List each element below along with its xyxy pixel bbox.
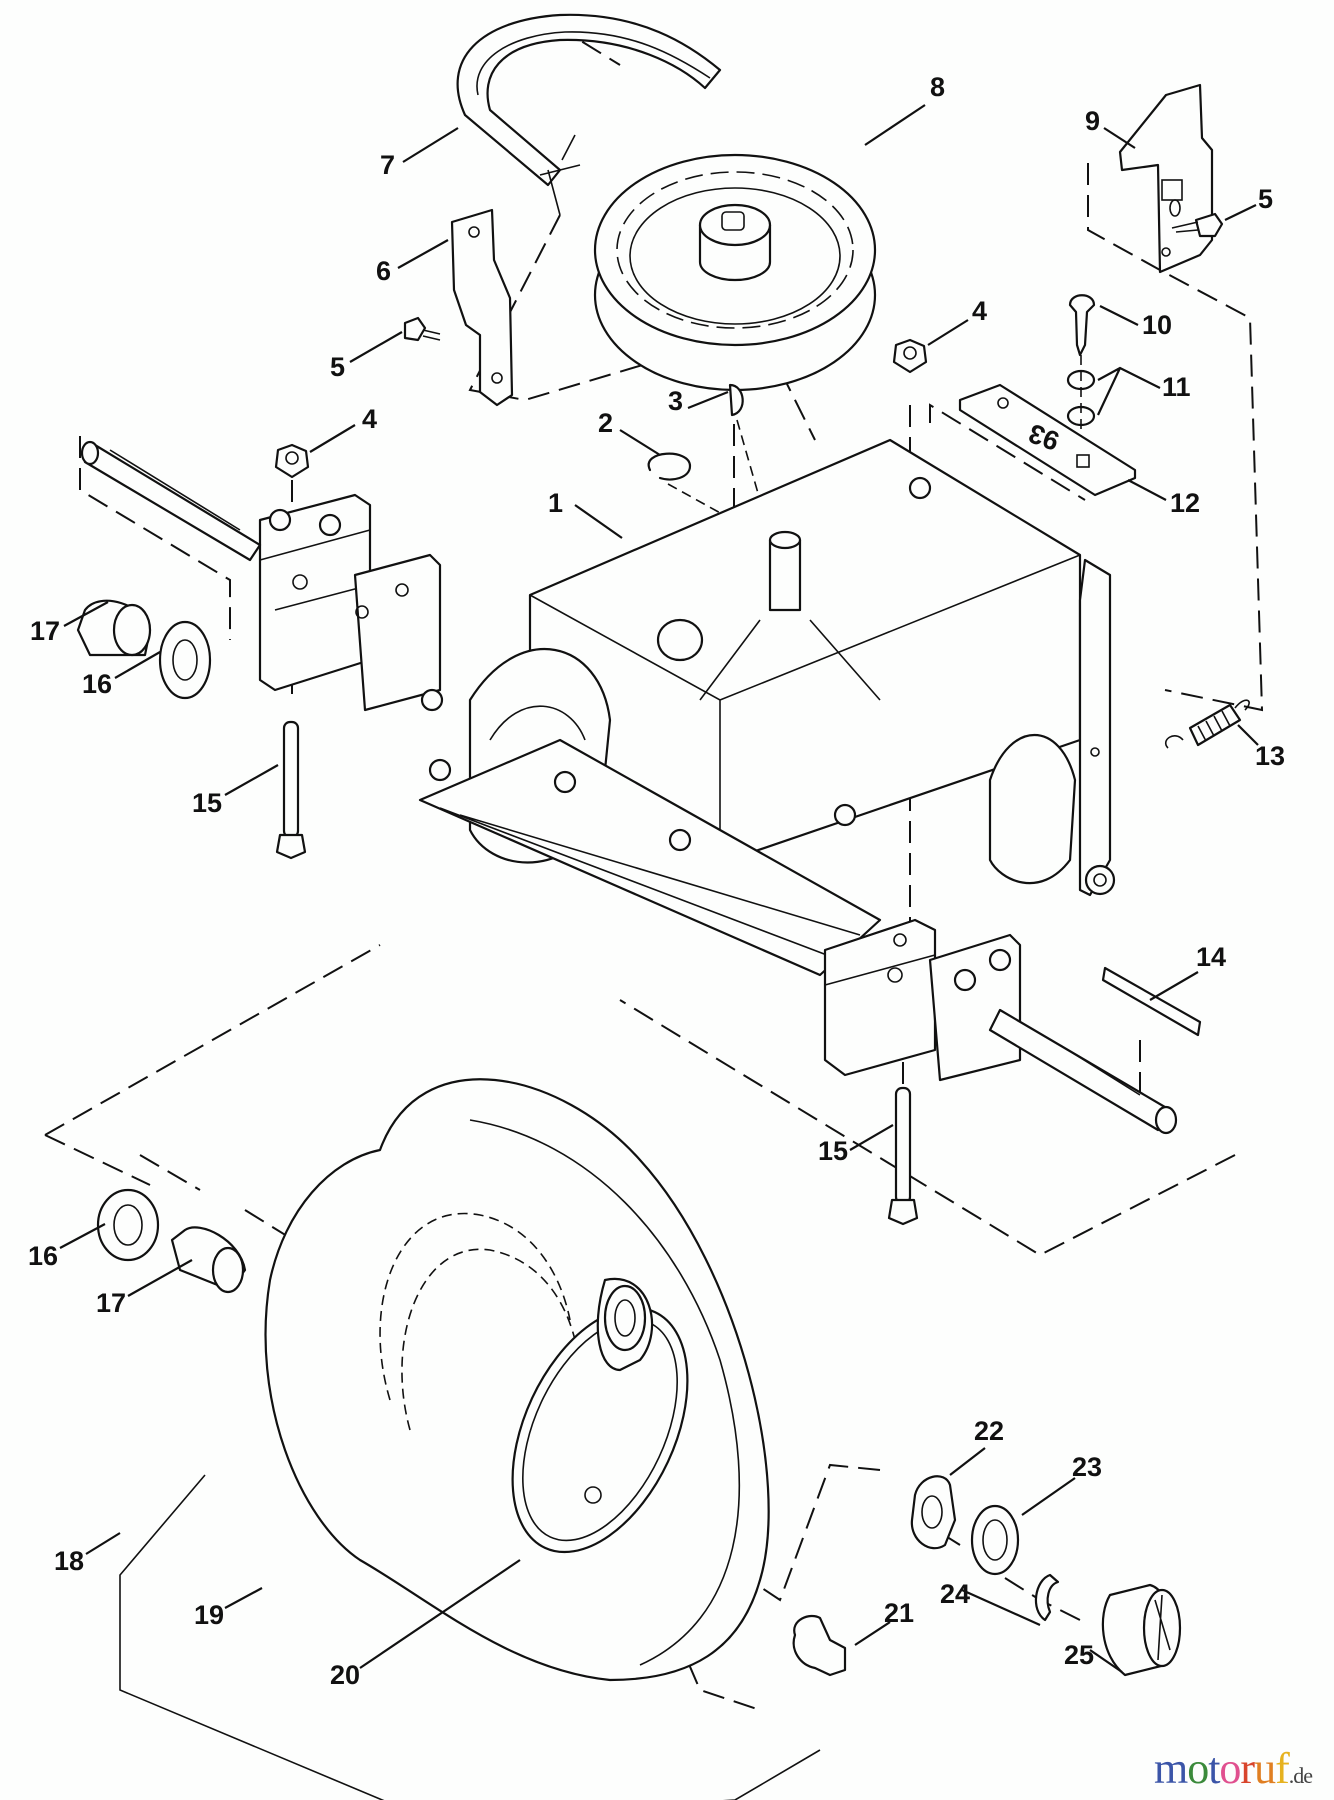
wm-letter: r xyxy=(1240,1744,1255,1793)
callout-16-bottom: 16 xyxy=(28,1241,58,1271)
callout-15-right: 15 xyxy=(818,1136,848,1166)
washer-bushing-bottom xyxy=(96,1188,247,1294)
wm-letter: m xyxy=(1153,1744,1188,1793)
callout-10: 10 xyxy=(1142,310,1172,340)
callout-19: 19 xyxy=(194,1600,224,1630)
callout-2: 2 xyxy=(598,408,613,438)
plate: 93 xyxy=(958,383,1137,497)
washer-bushing-top xyxy=(76,599,212,700)
axle-bolt-left xyxy=(275,720,307,860)
callout-15-left: 15 xyxy=(192,788,222,818)
watermark-logo: motoruf.de xyxy=(1153,1743,1313,1794)
callout-6: 6 xyxy=(376,256,391,286)
axle-key xyxy=(1101,966,1202,1037)
wm-letter: o xyxy=(1187,1744,1209,1793)
callout-3: 3 xyxy=(668,386,683,416)
callout-7: 7 xyxy=(380,150,395,180)
wm-letter: u xyxy=(1254,1744,1276,1793)
belt-guide-bracket xyxy=(450,208,514,407)
wheel-assembly xyxy=(119,1078,821,1800)
housing-nuts xyxy=(268,476,1012,992)
carriage-bolt-and-washers xyxy=(1066,294,1096,470)
callout-24: 24 xyxy=(940,1579,970,1609)
callout-1: 1 xyxy=(548,488,563,518)
wm-letter: t xyxy=(1208,1744,1220,1793)
callout-14: 14 xyxy=(1196,942,1226,972)
callout-20: 20 xyxy=(330,1660,360,1690)
callouts: 1 2 3 4 4 5 5 6 7 8 9 10 11 12 13 14 15 xyxy=(28,72,1285,1690)
callout-4-center: 4 xyxy=(972,296,987,326)
axle-bolt-right xyxy=(887,1086,919,1226)
callout-23: 23 xyxy=(1072,1452,1102,1482)
wm-tld: .de xyxy=(1288,1763,1313,1788)
callout-5-left: 5 xyxy=(330,352,345,382)
callout-9: 9 xyxy=(1085,106,1100,136)
transaxle xyxy=(80,438,1178,1135)
wm-letter: o xyxy=(1219,1744,1241,1793)
callout-22: 22 xyxy=(974,1416,1004,1446)
callout-21: 21 xyxy=(884,1598,914,1628)
drive-pulley xyxy=(593,153,877,392)
flange-nut-left xyxy=(274,443,310,479)
hex-bolt-left xyxy=(403,316,441,342)
hub-hardware xyxy=(792,1475,1182,1677)
callout-16-top: 16 xyxy=(82,669,112,699)
wm-letter: f xyxy=(1275,1744,1290,1793)
callout-13: 13 xyxy=(1255,741,1285,771)
callout-25: 25 xyxy=(1064,1640,1094,1670)
callout-4-left: 4 xyxy=(362,404,377,434)
callout-12: 12 xyxy=(1170,488,1200,518)
callout-18: 18 xyxy=(54,1546,84,1576)
extension-spring xyxy=(1165,699,1250,749)
callout-17-bottom: 17 xyxy=(96,1288,126,1318)
callout-8: 8 xyxy=(930,72,945,102)
flange-nut-center xyxy=(892,338,928,374)
v-belt xyxy=(456,13,722,216)
callout-11: 11 xyxy=(1162,372,1191,402)
mounting-bracket xyxy=(1118,83,1214,274)
callout-5-right: 5 xyxy=(1258,184,1273,214)
hex-bolt-right xyxy=(1171,212,1224,238)
callout-17-top: 17 xyxy=(30,616,60,646)
